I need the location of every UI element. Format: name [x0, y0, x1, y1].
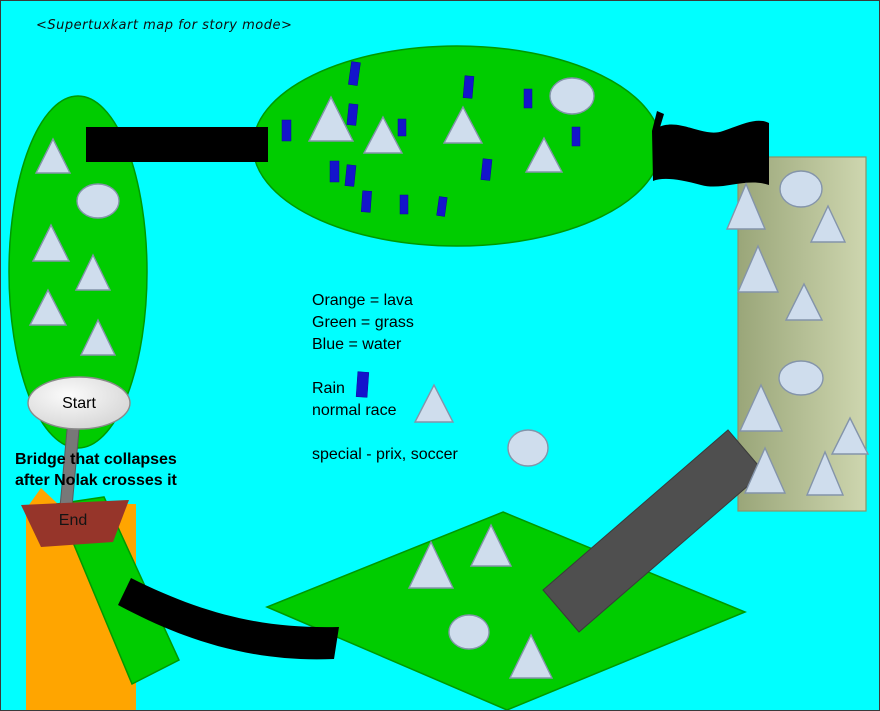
circle-marker	[549, 77, 595, 115]
triangle-marker	[743, 446, 787, 494]
legend-normal-race-label: normal race	[312, 402, 397, 419]
triangle-marker	[362, 115, 404, 154]
triangle-marker	[784, 282, 824, 321]
legend-blue-water: Blue = water	[312, 336, 402, 353]
bottom-curve-bridge	[118, 578, 339, 660]
left-grass-zone	[8, 95, 148, 449]
circle-marker	[76, 183, 120, 219]
triangle-marker	[809, 204, 847, 243]
special-race-icon	[507, 429, 549, 467]
triangle-marker	[524, 136, 564, 173]
legend-green-grass: Green = grass	[312, 314, 414, 331]
rain-marker	[281, 119, 292, 142]
rain-marker	[571, 126, 581, 147]
bridge-note-line2: after Nolak crosses it	[15, 472, 177, 489]
rain-marker	[360, 190, 372, 213]
circle-marker	[448, 614, 490, 650]
triangle-marker	[28, 288, 68, 326]
rain-marker	[480, 158, 493, 181]
end-label: End	[58, 512, 88, 529]
triangle-marker	[31, 223, 71, 262]
rain-marker	[344, 164, 357, 187]
triangle-marker	[442, 105, 484, 144]
triangle-marker	[79, 318, 117, 356]
triangle-marker	[407, 540, 455, 589]
rain-icon	[355, 371, 370, 398]
circle-marker	[778, 360, 824, 396]
triangle-marker	[307, 95, 355, 142]
rain-marker	[397, 118, 407, 137]
map-title: <Supertuxkart map for story mode>	[36, 18, 293, 33]
triangle-marker	[736, 244, 780, 293]
legend-special-label: special - prix, soccer	[312, 446, 458, 463]
top-bridge	[86, 127, 268, 162]
triangle-marker	[738, 383, 784, 432]
wavy-bridge	[652, 120, 769, 187]
rain-marker	[399, 194, 409, 215]
triangle-marker	[34, 137, 72, 174]
rain-marker	[462, 75, 475, 99]
rain-marker	[348, 61, 361, 86]
start-platform	[27, 376, 131, 430]
legend-rain-label: Rain	[312, 380, 345, 397]
triangle-marker	[74, 253, 112, 291]
triangle-marker	[805, 450, 845, 496]
wavy-bridge-stem-icon	[652, 111, 664, 134]
rain-marker	[436, 196, 448, 217]
triangle-marker	[830, 416, 870, 455]
top-grass-zone	[252, 45, 662, 247]
triangle-marker	[469, 523, 513, 567]
end-platform	[21, 500, 129, 547]
legend-orange-lava: Orange = lava	[312, 292, 413, 309]
rain-marker	[329, 160, 340, 183]
bridge-note-line1: Bridge that collapses	[15, 451, 177, 468]
triangle-marker	[725, 182, 767, 230]
rain-marker	[523, 88, 533, 109]
circle-marker	[779, 170, 823, 208]
rain-marker	[346, 103, 359, 126]
normal-race-icon	[413, 383, 455, 423]
triangle-marker	[508, 633, 554, 679]
bottom-grass-zone	[265, 511, 747, 710]
start-label: Start	[62, 395, 96, 412]
